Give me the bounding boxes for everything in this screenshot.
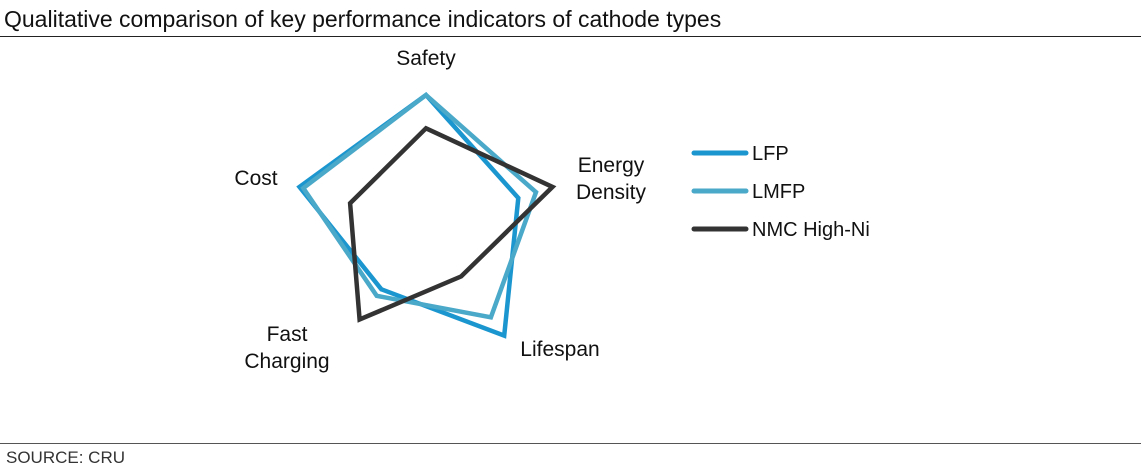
axis-label-safety: Safety <box>396 47 456 70</box>
series-nmc-high-ni-polygon <box>347 125 557 323</box>
series-lfp-polygon <box>296 91 521 339</box>
title-divider <box>0 36 1141 37</box>
axis-label-cost: Cost <box>234 167 277 190</box>
legend-label-nmc-high-ni: NMC High-Ni <box>752 219 870 241</box>
source-divider <box>0 443 1141 444</box>
source-note: SOURCE: CRU <box>6 448 126 467</box>
chart-title: Qualitative comparison of key performanc… <box>4 6 722 32</box>
series-layer <box>296 91 557 339</box>
axis-label-lifespan: Lifespan <box>520 338 599 361</box>
legend: LFP LMFP NMC High-Ni <box>691 143 870 241</box>
series-lmfp-polygon <box>300 92 539 320</box>
legend-label-lfp: LFP <box>752 143 789 165</box>
legend-label-lmfp: LMFP <box>752 181 805 203</box>
